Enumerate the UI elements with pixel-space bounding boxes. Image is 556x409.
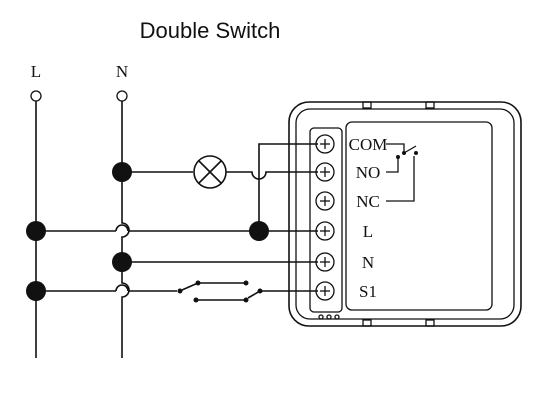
module-body bbox=[288, 101, 522, 327]
terminal-com-label: COM bbox=[349, 135, 388, 154]
terminal-n-label: N bbox=[362, 253, 374, 272]
terminal-no-label: NO bbox=[356, 163, 381, 182]
terminal-nc-label: NC bbox=[356, 192, 380, 211]
relay-contact bbox=[386, 143, 418, 202]
switch-blade-1 bbox=[181, 282, 199, 291]
line-n-terminal bbox=[116, 90, 128, 102]
module-panel bbox=[345, 121, 493, 311]
terminal-l-label: L bbox=[363, 222, 373, 241]
terminal-screws bbox=[315, 134, 335, 301]
junction-dots bbox=[26, 162, 269, 301]
lamp-no-wire bbox=[226, 171, 318, 180]
diagram-title: Double Switch bbox=[139, 18, 281, 43]
terminal-block bbox=[309, 127, 343, 313]
line-l-label: L bbox=[31, 62, 41, 81]
line-n-label: N bbox=[116, 62, 128, 81]
line-l-terminal bbox=[30, 90, 42, 102]
terminal-s1-label: S1 bbox=[359, 282, 377, 301]
com-feed-wire bbox=[258, 143, 318, 231]
